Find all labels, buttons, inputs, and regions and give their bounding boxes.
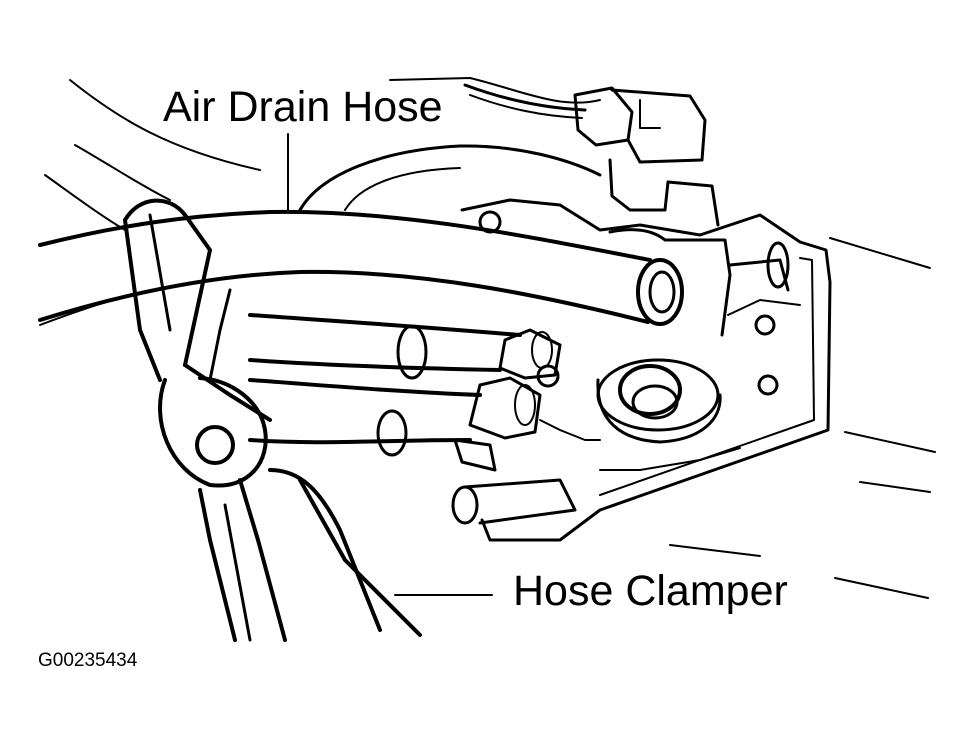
mounting-bracket	[451, 198, 832, 542]
air-drain-hose-label: Air Drain Hose	[163, 83, 443, 131]
lower-hoses	[248, 313, 601, 472]
air-drain-hose-shape	[38, 144, 684, 326]
background-contours	[39, 77, 936, 599]
hose-clamper-label: Hose Clamper	[513, 567, 788, 615]
vacuum-valve	[596, 228, 801, 444]
leader-lines	[287, 133, 493, 596]
wire-harness	[463, 83, 720, 227]
hose-clamper-tool	[123, 198, 422, 642]
figure-code: G00235434	[38, 650, 138, 671]
